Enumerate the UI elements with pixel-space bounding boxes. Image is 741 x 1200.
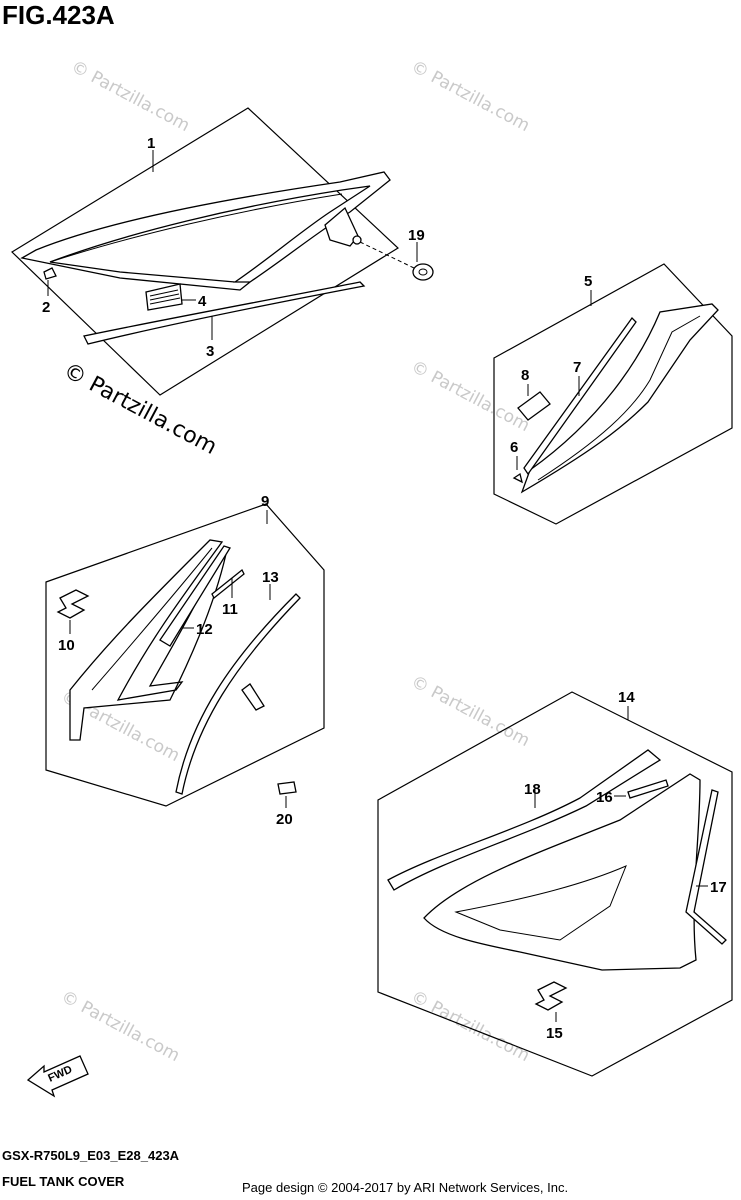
callout-16: 16 <box>596 789 613 806</box>
watermark: © Partzilla.com <box>408 357 533 436</box>
callout-1: 1 <box>147 135 155 152</box>
strip-part-3 <box>83 281 366 345</box>
tank-cover-frame <box>20 171 391 291</box>
callout-9: 9 <box>261 493 269 510</box>
group-5-side-cover: 5 7 8 6 <box>493 263 733 525</box>
fwd-arrow-icon <box>26 1055 89 1098</box>
callout-4: 4 <box>198 293 207 310</box>
clip-part-2 <box>43 267 57 280</box>
clip-part-6 <box>512 472 523 484</box>
watermark: © Partzilla.com <box>408 672 533 751</box>
callout-15: 15 <box>546 1025 563 1042</box>
tank-shroud-panel <box>423 773 701 971</box>
callout-14: 14 <box>618 689 635 706</box>
strip-part-16 <box>627 779 669 799</box>
callout-13: 13 <box>262 569 279 586</box>
shroud-inner-recess <box>454 865 627 941</box>
group-14-tank-shroud: 14 18 16 17 15 <box>377 689 733 1077</box>
callout-2: 2 <box>42 299 50 316</box>
trim-part-12 <box>159 545 231 647</box>
suzuki-logo-part-15 <box>534 981 568 1011</box>
side-cover-panel <box>520 303 719 494</box>
trim-corner <box>241 683 265 711</box>
callout-6: 6 <box>510 439 518 456</box>
group-box <box>377 691 733 1077</box>
leader-19-dashed <box>359 241 415 269</box>
bolt-head <box>352 235 362 245</box>
trim-part-13 <box>175 593 301 795</box>
callout-17: 17 <box>710 879 727 896</box>
trim-part-17 <box>685 789 727 945</box>
callout-20: 20 <box>276 811 293 828</box>
watermark: © Partzilla.com <box>408 987 533 1066</box>
pad-texture <box>149 289 181 305</box>
watermark-large: © Partzilla.com <box>59 358 221 460</box>
model-code: GSX-R750L9_E03_E28_423A <box>2 1148 180 1163</box>
part-19-grommet: 19 <box>408 227 434 281</box>
callout-11: 11 <box>222 601 238 618</box>
page-credit: Page design © 2004-2017 by ARI Network S… <box>242 1180 569 1195</box>
callout-10: 10 <box>58 637 75 654</box>
callout-7: 7 <box>573 359 581 376</box>
frame-edge <box>49 193 343 263</box>
group-1-tank-cover-assembly: 1 2 3 4 <box>11 107 415 396</box>
part-20-clip: 20 <box>276 781 297 828</box>
front-cover-panel <box>69 539 227 741</box>
group-box <box>11 107 399 396</box>
front-cover-edge <box>91 547 213 691</box>
side-cover-inner <box>537 315 701 481</box>
callout-8: 8 <box>521 367 529 384</box>
watermark: © Partzilla.com <box>58 987 183 1066</box>
grommet-hole <box>418 268 428 276</box>
watermark: © Partzilla.com <box>68 57 193 136</box>
trim-part-7 <box>523 316 637 476</box>
trim-part-18 <box>387 749 662 891</box>
clip <box>277 781 297 795</box>
callout-5: 5 <box>584 273 592 290</box>
watermark: © Partzilla.com <box>408 57 533 136</box>
fwd-arrow: FWD <box>26 1055 89 1098</box>
callout-12: 12 <box>196 621 213 638</box>
suzuki-logo-part-10 <box>56 589 90 619</box>
group-box <box>493 263 733 525</box>
callout-19: 19 <box>408 227 425 244</box>
group-9-front-cover: 9 11 12 13 10 <box>45 493 325 807</box>
callout-3: 3 <box>206 343 214 360</box>
figure-title: FIG.423A <box>2 0 115 30</box>
callout-18: 18 <box>524 781 541 798</box>
figure-caption: FUEL TANK COVER <box>2 1174 125 1189</box>
group-box <box>45 503 325 807</box>
grommet <box>412 263 434 281</box>
pad-part-8 <box>517 391 551 421</box>
